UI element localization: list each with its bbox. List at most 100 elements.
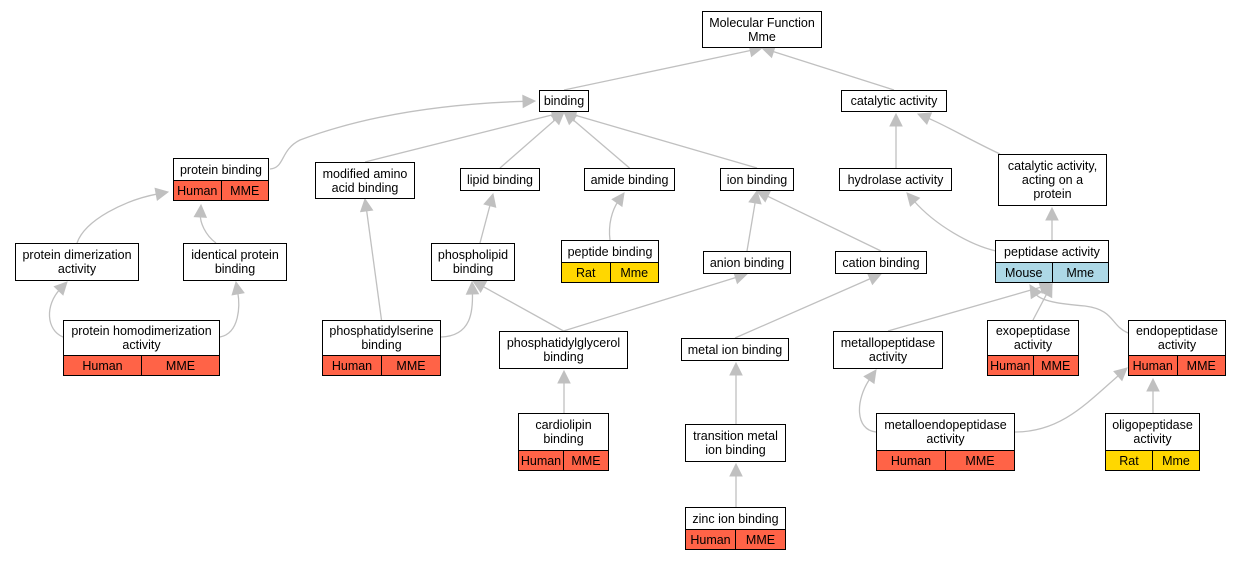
node-label: endopeptidase activity — [1135, 324, 1219, 352]
species-tag: Human — [877, 451, 945, 470]
gene-tag: Mme — [1051, 263, 1108, 282]
gene-tag: MME — [1032, 356, 1078, 375]
arrowhead — [748, 189, 762, 205]
arrowhead — [359, 197, 374, 213]
arrowhead — [550, 111, 565, 126]
arrowhead — [483, 192, 497, 208]
node-phosphatidylglycerol-binding[interactable]: phosphatidylglycerol binding — [499, 331, 628, 369]
node-lipid-binding[interactable]: lipid binding — [460, 168, 540, 191]
edge-phosphatidylglycerol-binding-to-phospholipid-binding — [481, 285, 564, 332]
edge-metallopeptidase-activity-to-peptidase-activity — [887, 286, 1043, 332]
edge-ion-binding-to-binding — [573, 114, 758, 169]
node-label: protein dimerization activity — [22, 248, 132, 276]
node-label: exopeptidase activity — [995, 324, 1071, 352]
edge-endopeptidase-activity-to-peptidase-activity — [1034, 293, 1129, 334]
edge-peptide-binding-to-amide-binding — [608, 200, 619, 241]
species-tag: Mouse — [996, 263, 1052, 282]
arrowhead — [1040, 283, 1053, 299]
arrowhead — [1045, 206, 1059, 221]
arrowhead — [906, 192, 921, 207]
edge-phosphatidylserine-binding-to-modified-amino-acid-binding — [365, 208, 383, 321]
node-label: phospholipid binding — [437, 248, 509, 276]
node-label: protein binding — [179, 162, 262, 177]
node-label: metallopeptidase activity — [840, 336, 936, 364]
node-cation-binding[interactable]: cation binding — [835, 251, 927, 274]
node-amide-binding[interactable]: amide binding — [584, 168, 675, 191]
node-label: transition metal ion binding — [693, 429, 778, 457]
node-identical-protein-binding[interactable]: identical protein binding — [183, 243, 287, 281]
node-phospholipid-binding[interactable]: phospholipid binding — [431, 243, 515, 281]
edge-catalytic-activity-to-molecular-function — [771, 50, 895, 91]
edge-protein-homodimerization-to-identical-protein-binding — [219, 291, 240, 338]
node-transition-metal-ion-binding[interactable]: transition metal ion binding — [685, 424, 786, 462]
node-label: cation binding — [842, 255, 920, 270]
node-label: lipid binding — [466, 172, 534, 187]
edge-cation-binding-to-ion-binding — [765, 194, 882, 252]
node-metal-ion-binding[interactable]: metal ion binding — [681, 338, 789, 361]
node-label: metal ion binding — [687, 342, 783, 357]
node-label: binding — [543, 94, 585, 108]
node-label: metalloendopeptidase activity — [884, 418, 1007, 446]
node-label: peptide binding — [567, 244, 653, 259]
gene-tag: Mme — [1152, 451, 1199, 470]
gene-tag: MME — [563, 451, 608, 470]
node-label: hydrolase activity — [847, 172, 944, 187]
node-label: identical protein binding — [191, 248, 279, 276]
node-modified-amino-acid-binding[interactable]: modified amino acid binding — [315, 162, 415, 199]
node-binding[interactable]: binding — [539, 90, 589, 112]
edge-protein-homodimerization-to-protein-dimerization — [48, 288, 64, 338]
species-tag: Human — [1129, 356, 1177, 375]
edge-peptidase-activity-to-hydrolase-activity — [913, 200, 997, 252]
arrowhead — [729, 361, 743, 376]
node-protein-dimerization[interactable]: protein dimerization activity — [15, 243, 139, 281]
node-catalytic-activity[interactable]: catalytic activity — [841, 90, 947, 112]
gene-tag: MME — [945, 451, 1014, 470]
arrowhead — [472, 280, 488, 294]
node-ion-binding[interactable]: ion binding — [720, 168, 794, 191]
node-metallopeptidase-activity[interactable]: metallopeptidase activity — [833, 331, 943, 369]
node-anion-binding[interactable]: anion binding — [703, 251, 791, 274]
node-label: anion binding — [709, 255, 785, 270]
node-label: protein homodimerization activity — [71, 324, 212, 352]
arrowhead — [53, 281, 68, 296]
arrowhead — [611, 192, 625, 208]
node-catalytic-on-protein[interactable]: catalytic activity, acting on a protein — [998, 154, 1107, 206]
species-tag: Human — [323, 356, 381, 375]
gene-tag: MME — [735, 530, 785, 549]
node-label: phosphatidylserine binding — [329, 324, 434, 352]
arrowhead — [193, 203, 208, 218]
edge-binding-to-molecular-function — [563, 49, 753, 91]
gene-tag: MME — [220, 181, 268, 200]
edge-protein-dimerization-to-protein-binding — [76, 193, 159, 244]
node-molecular-function[interactable]: Molecular Function Mme — [702, 11, 822, 48]
edge-lipid-binding-to-binding — [499, 118, 557, 169]
species-tag: Human — [519, 451, 563, 470]
arrowhead — [866, 272, 883, 286]
node-label: modified amino acid binding — [322, 166, 408, 195]
edge-exopeptidase-activity-to-peptidase-activity — [1032, 292, 1048, 321]
species-tag: Rat — [1106, 451, 1152, 470]
edge-metalloendopeptidase-activity-to-metallopeptidase-activity — [858, 377, 877, 433]
arrowhead — [863, 369, 877, 385]
node-label: peptidase activity — [1004, 244, 1100, 259]
node-hydrolase-activity[interactable]: hydrolase activity — [839, 168, 952, 191]
edge-amide-binding-to-binding — [571, 118, 630, 169]
